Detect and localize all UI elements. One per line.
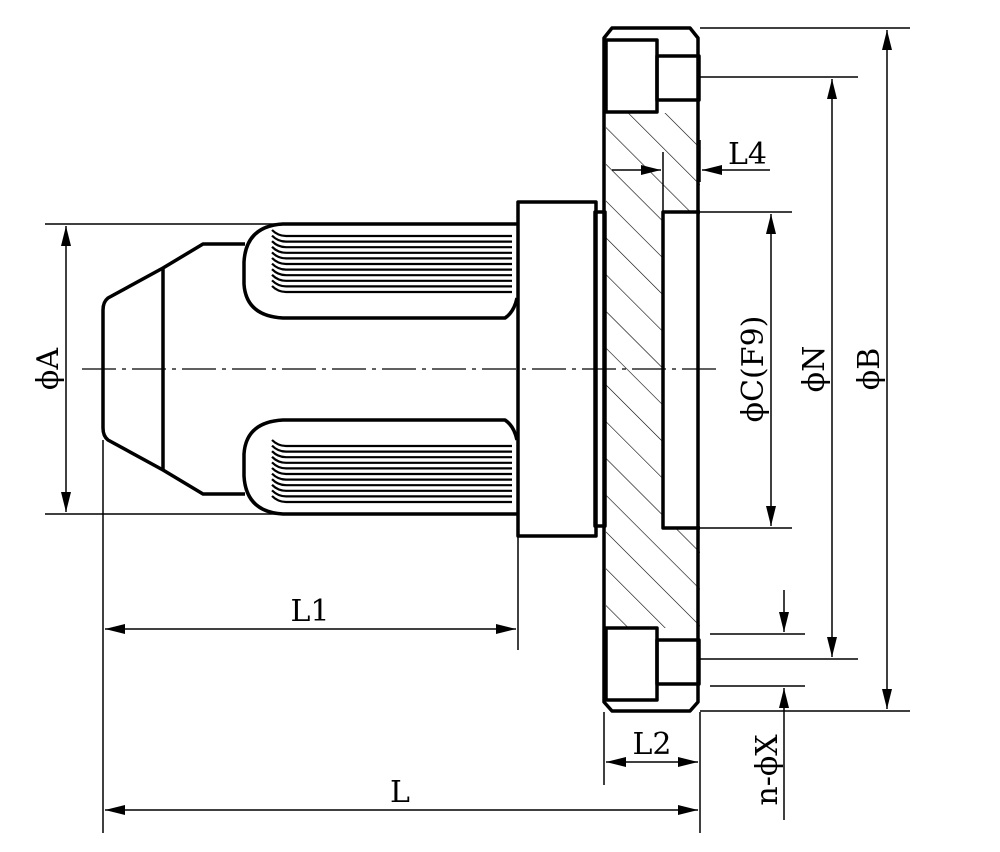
- bolt-hole-bottom-counterbore: [655, 638, 701, 686]
- spline-lobe-top: [242, 222, 519, 320]
- label-dia-n: ϕN: [797, 346, 832, 393]
- label-dia-b: ϕB: [852, 348, 887, 391]
- label-dia-c: ϕC(F9): [736, 316, 771, 423]
- spline-tooth: [271, 229, 512, 238]
- spline-tooth: [271, 257, 512, 266]
- spline-tooth: [271, 444, 512, 453]
- spline-tooth: [271, 472, 512, 481]
- spline-tooth: [271, 251, 512, 260]
- spline-tooth: [271, 478, 512, 487]
- spline-tooth: [271, 495, 512, 504]
- label-l2: L2: [632, 727, 671, 762]
- label-l1: L1: [290, 594, 329, 629]
- spline-tooth: [271, 439, 512, 448]
- spline-tooth: [271, 456, 512, 464]
- extension-lines: [45, 27, 910, 833]
- spline-tooth: [271, 274, 512, 282]
- spline-tooth: [271, 450, 512, 459]
- label-dia-a: ϕA: [31, 348, 66, 390]
- bolt-hole-top: [604, 38, 659, 114]
- spline-lobe-bottom: [242, 418, 519, 516]
- label-holes: n-ϕX: [750, 734, 785, 806]
- dimension-lines: [61, 30, 892, 820]
- spline-tooth: [271, 484, 512, 492]
- spline-tooth: [271, 467, 512, 476]
- pilot-recess: [661, 210, 700, 530]
- spline-tooth: [271, 489, 512, 498]
- spline-tooth: [271, 461, 512, 470]
- spline-tooth: [271, 262, 512, 271]
- label-l: L: [390, 775, 410, 810]
- spline-tooth: [271, 268, 512, 277]
- label-l4: L4: [728, 137, 767, 172]
- spline-teeth-top: [271, 229, 512, 294]
- spline-tooth: [271, 279, 512, 288]
- spline-teeth-bottom: [271, 439, 512, 504]
- spline-tooth: [271, 240, 512, 249]
- spline-tooth: [271, 246, 512, 254]
- spline-tooth: [271, 285, 512, 294]
- spline-tooth: [271, 234, 512, 243]
- flange-hatch: [606, 113, 700, 628]
- bolt-hole-bottom: [604, 626, 659, 702]
- bolt-hole-top-counterbore: [655, 54, 701, 102]
